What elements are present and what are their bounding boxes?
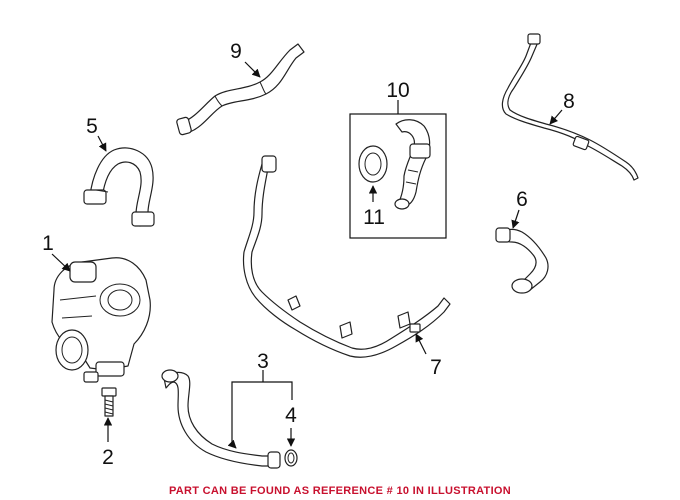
hose-part-9[interactable] [176, 43, 305, 136]
callout-9: 9 [230, 40, 242, 63]
reference-caption: PART CAN BE FOUND AS REFERENCE # 10 IN I… [169, 485, 511, 497]
callout-3: 3 [257, 350, 269, 373]
callout-2: 2 [102, 446, 114, 469]
thermostat-housing-part-1[interactable] [51, 257, 151, 383]
hose-part-5[interactable] [83, 147, 155, 227]
callout-10: 10 [386, 79, 409, 102]
callout-11: 11 [363, 206, 385, 229]
callout-8: 8 [563, 90, 575, 113]
callout-1: 1 [42, 232, 54, 255]
line-part-8[interactable] [501, 33, 639, 181]
leader-lines [51, 61, 563, 449]
callout-5: 5 [86, 115, 98, 138]
pipe-part-7[interactable] [242, 155, 451, 358]
hose-part-6[interactable] [495, 227, 549, 294]
hose-part-10[interactable] [394, 119, 431, 210]
callout-6: 6 [516, 188, 528, 211]
callout-4: 4 [285, 404, 297, 427]
callout-7: 7 [430, 356, 442, 379]
o-ring-part-4[interactable] [284, 449, 298, 467]
bolt-part-2[interactable] [101, 387, 117, 417]
pipe-part-3[interactable] [161, 369, 281, 469]
gasket-part-11[interactable] [358, 145, 388, 183]
